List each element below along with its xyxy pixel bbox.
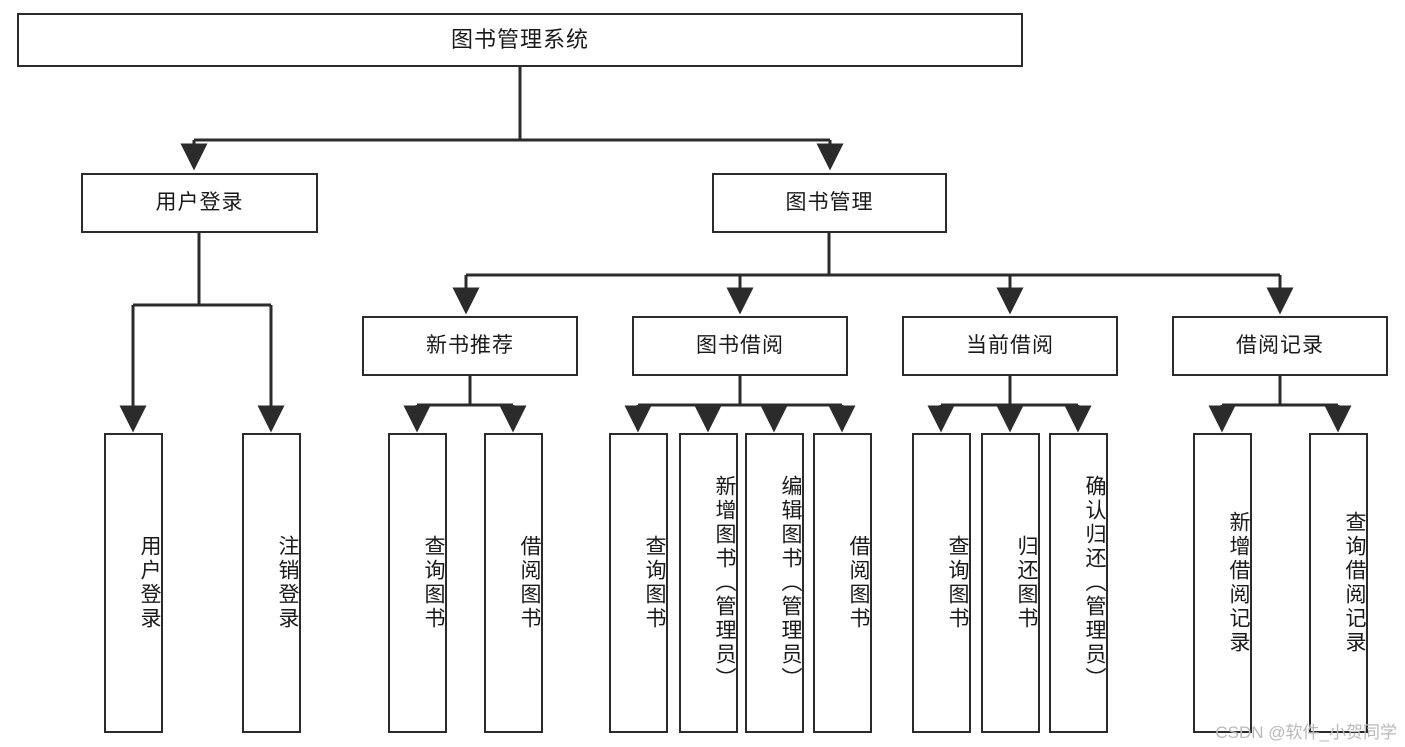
node-book-manage-label: 图书管理 [785, 191, 874, 215]
leaf-user-login[interactable]: 用户登录 [104, 433, 163, 733]
leaf-return-book[interactable]: 归还图书 [981, 433, 1040, 733]
leaf-query-book-2[interactable]: 查询图书 [609, 433, 668, 733]
node-root[interactable]: 图书管理系统 [17, 13, 1023, 67]
node-user-login[interactable]: 用户登录 [81, 173, 318, 233]
node-book-manage[interactable]: 图书管理 [712, 173, 947, 233]
leaf-borrow-book-2[interactable]: 借阅图书 [813, 433, 872, 733]
leaf-edit-book-label: 编辑图书（管理员） [779, 475, 802, 691]
leaf-return-book-label: 归还图书 [1015, 535, 1038, 631]
node-borrow-record-label: 借阅记录 [1236, 334, 1324, 358]
node-new-book-recommend[interactable]: 新书推荐 [362, 316, 578, 376]
leaf-add-book[interactable]: 新增图书（管理员） [679, 433, 738, 733]
leaf-add-record-label: 新增借阅记录 [1227, 511, 1250, 655]
leaf-query-book-2-label: 查询图书 [643, 535, 666, 631]
node-new-book-recommend-label: 新书推荐 [426, 334, 514, 358]
leaf-borrow-book-1[interactable]: 借阅图书 [484, 433, 543, 733]
node-current-borrow[interactable]: 当前借阅 [902, 316, 1118, 376]
node-root-label: 图书管理系统 [450, 26, 589, 52]
leaf-borrow-book-2-label: 借阅图书 [847, 535, 870, 631]
node-current-borrow-label: 当前借阅 [966, 334, 1054, 358]
leaf-user-logout-label: 注销登录 [276, 535, 299, 631]
leaf-query-record-label: 查询借阅记录 [1343, 511, 1366, 655]
leaf-query-book-1-label: 查询图书 [422, 535, 445, 631]
node-borrow-record[interactable]: 借阅记录 [1172, 316, 1388, 376]
node-user-login-label: 用户登录 [155, 191, 244, 215]
leaf-confirm-return[interactable]: 确认归还（管理员） [1049, 433, 1108, 733]
leaf-query-book-1[interactable]: 查询图书 [388, 433, 447, 733]
leaf-query-record[interactable]: 查询借阅记录 [1309, 433, 1368, 733]
leaf-borrow-book-1-label: 借阅图书 [518, 535, 541, 631]
leaf-user-login-label: 用户登录 [138, 535, 161, 631]
leaf-edit-book[interactable]: 编辑图书（管理员） [745, 433, 804, 733]
leaf-query-book-3-label: 查询图书 [946, 535, 969, 631]
node-book-borrow[interactable]: 图书借阅 [632, 316, 848, 376]
watermark: CSDN @软件_小贺同学 [1215, 723, 1397, 742]
leaf-add-record[interactable]: 新增借阅记录 [1193, 433, 1252, 733]
leaf-add-book-label: 新增图书（管理员） [713, 475, 736, 691]
node-book-borrow-label: 图书借阅 [696, 334, 784, 358]
leaf-user-logout[interactable]: 注销登录 [242, 433, 301, 733]
leaf-confirm-return-label: 确认归还（管理员） [1083, 475, 1106, 691]
leaf-query-book-3[interactable]: 查询图书 [912, 433, 971, 733]
